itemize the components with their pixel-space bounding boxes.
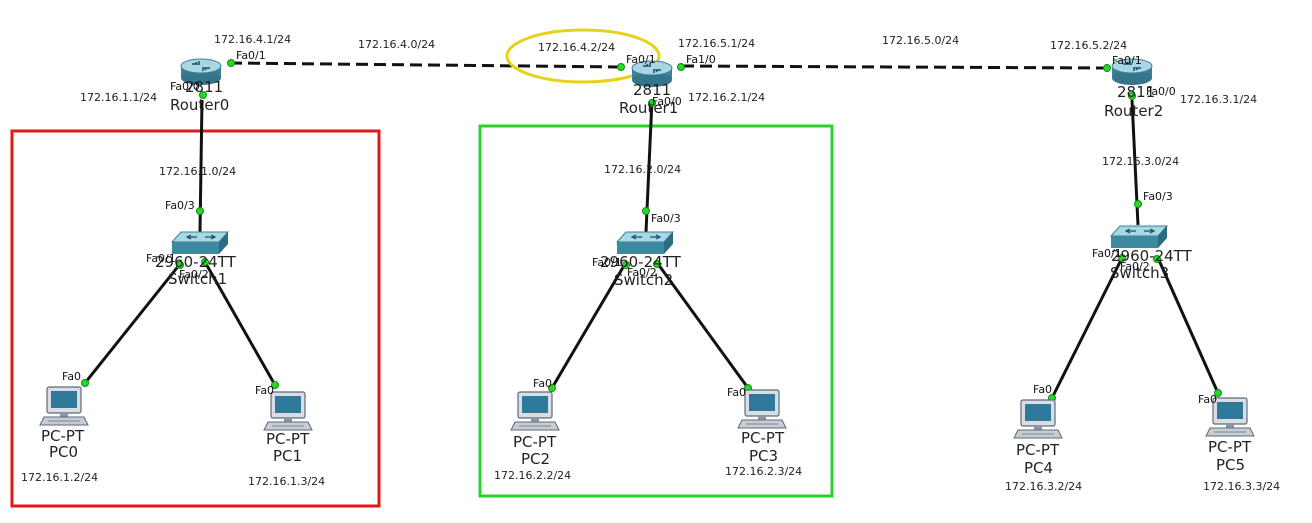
pc-type: PC-PT [41,427,85,445]
pc5[interactable]: Fa0 PC-PT PC5 172.16.3.3/24 [1198,393,1280,493]
cable-r1-r2[interactable] [681,64,1108,70]
cable-s2-pc3[interactable] [656,263,750,389]
pc-name: PC3 [749,447,778,465]
pc-ip: 172.16.1.2/24 [21,471,98,484]
port-label: Fa0/3 [1143,190,1173,203]
pc-name: PC0 [49,443,78,461]
port-label: Fa0/3 [165,199,195,212]
pc-icon [263,391,313,431]
router-name: Router2 [1104,102,1163,120]
network-label: 172.16.4.0/24 [358,38,435,51]
pc-type: PC-PT [1016,441,1060,459]
port-label: Fa0/0 [1146,85,1176,98]
pc-icon [510,391,560,431]
router-name: Router0 [170,96,229,114]
interface-ip: 172.16.5.2/24 [1050,39,1127,52]
pc-type: PC-PT [266,430,310,448]
port-label: Fa0/2 [627,266,657,279]
port-label: Fa1/0 [686,53,716,66]
port-label: Fa0/1 [146,252,176,265]
router-model: 2811 [1117,83,1155,101]
network-label: 172.16.3.0/24 [1102,155,1179,168]
network-label: 172.16.2.0/24 [604,163,681,176]
router-name: Router1 [619,99,678,117]
interface-ip: 172.16.4.2/24 [538,41,615,54]
interface-ip: 172.16.4.1/24 [214,33,291,46]
pc-ip: 172.16.2.3/24 [725,465,802,478]
pc2[interactable]: Fa0 PC-PT PC2 172.16.2.2/24 [494,377,571,482]
cable-s3-pc5[interactable] [1156,257,1220,394]
pc-type: PC-PT [513,433,557,451]
pc-type: PC-PT [741,429,785,447]
pc-ip: 172.16.2.2/24 [494,469,571,482]
port-label: Fa0 [533,377,552,390]
port-label: Fa0/0 [170,80,200,93]
router1[interactable]: 2811 Router1 172.16.4.2/24 Fa0/1 172.16.… [538,37,765,117]
pc-name: PC2 [521,450,550,468]
pc4[interactable]: Fa0 PC-PT PC4 172.16.3.2/24 [1005,383,1082,493]
port-label: Fa0/1 [626,53,656,66]
pc3[interactable]: Fa0 PC-PT PC3 172.16.2.3/24 [725,386,802,478]
router0[interactable]: 2811 Router0 172.16.4.1/24 Fa0/1 Fa0/0 1… [80,33,291,114]
port-label: Fa0/0 [652,95,682,108]
switch-icon [616,231,674,255]
pc-group-box-middle [478,124,834,498]
port-label: Fa0 [255,384,274,397]
cable-s1-pc1[interactable] [203,261,277,386]
switch-model: 2960-24TT [600,253,682,271]
pc-type: PC-PT [1208,438,1252,456]
pc-name: PC5 [1216,456,1245,474]
port-label: Fa0 [1033,383,1052,396]
port-label: Fa0/1 [1092,247,1122,260]
port-label: Fa0 [1198,393,1217,406]
port-label: Fa0/1 [592,256,622,269]
router-model: 2811 [633,81,671,99]
pc-name: PC4 [1024,459,1053,477]
port-label: Fa0/3 [651,212,681,225]
pc-icon [39,386,89,426]
pc-ip: 172.16.1.3/24 [248,475,325,488]
link-lights [81,59,1222,402]
port-label: Fa0 [727,386,746,399]
pc-ip: 172.16.3.2/24 [1005,480,1082,493]
pc-name: PC1 [273,447,302,465]
port-label: Fa0/2 [1120,260,1150,273]
interface-ip: 172.16.3.1/24 [1180,93,1257,106]
switch-icon [1110,225,1168,249]
switch-name: Switch2 [614,271,673,289]
cable-s3-pc4[interactable] [1050,257,1124,399]
pc1[interactable]: Fa0 PC-PT PC1 172.16.1.3/24 [248,384,325,488]
switch2[interactable]: 2960-24TT Switch2 Fa0/3 Fa0/1 Fa0/2 [592,212,682,289]
network-label: 172.16.5.0/24 [882,34,959,47]
switch3[interactable]: 2960-24TT Switch3 Fa0/3 Fa0/1 Fa0/2 [1092,190,1193,282]
router2[interactable]: 2811 Router2 172.16.5.2/24 Fa0/1 Fa0/0 1… [1050,39,1257,120]
router-model: 2811 [185,78,223,96]
interface-ip: 172.16.1.1/24 [80,91,157,104]
pc0[interactable]: Fa0 PC-PT PC0 172.16.1.2/24 [21,370,98,484]
highlight-ellipse [505,28,661,84]
cable-r0-r1[interactable] [229,61,626,69]
switch-name: Switch1 [168,270,227,288]
port-label: Fa0/1 [1112,54,1142,67]
cable-s2-pc2[interactable] [550,263,627,389]
switch1[interactable]: 2960-24TT Switch1 Fa0/3 Fa0/1 Fa0/2 [146,199,237,288]
switch-name: Switch3 [1110,264,1169,282]
port-label: Fa0/2 [179,268,209,281]
pc-icon [1013,399,1063,439]
pc-group-box-left [10,129,381,508]
port-label: Fa0/1 [236,49,266,62]
switch-model: 2960-24TT [155,253,237,271]
cable-s1-pc0[interactable] [83,263,182,384]
switch-model: 2960-24TT [1111,247,1193,265]
port-label: Fa0 [62,370,81,383]
interface-ip: 172.16.5.1/24 [678,37,755,50]
interface-ip: 172.16.2.1/24 [688,91,765,104]
pc-ip: 172.16.3.3/24 [1203,480,1280,493]
network-label: 172.16.1.0/24 [159,165,236,178]
switch-icon [171,231,229,255]
